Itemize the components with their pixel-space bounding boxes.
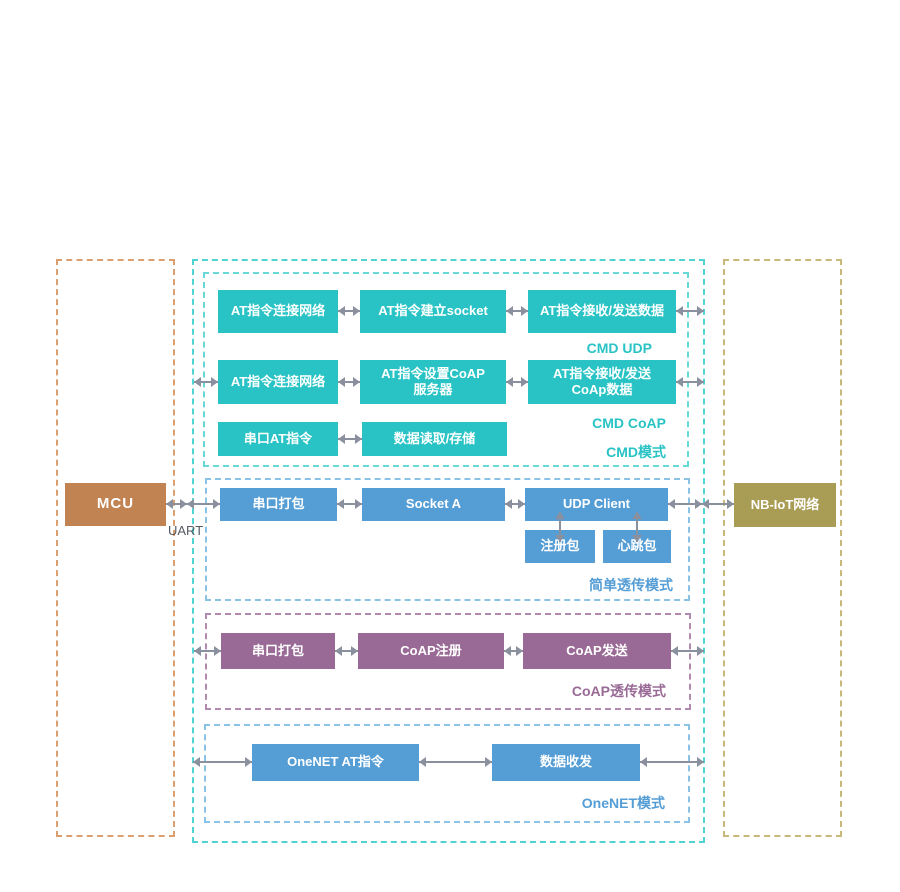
arrow: [194, 646, 221, 656]
arrow: [668, 499, 702, 509]
cmd-udp-connect-box: AT指令连接网络: [218, 290, 338, 333]
arrow: [194, 377, 218, 387]
arrow: [338, 377, 360, 387]
arrow: [505, 499, 525, 509]
network-side-group: [723, 259, 842, 837]
simple-mode-label: 简单透传模式: [589, 577, 673, 593]
onenet-mode-label: OneNET模式: [581, 795, 665, 811]
arrow: [337, 499, 362, 509]
cmd-udp-label: CMD UDP: [586, 340, 652, 356]
cmd-serial-at-box: 串口AT指令: [218, 422, 338, 456]
arrow-module-network: [702, 499, 734, 509]
arrow-mcu-uart: [166, 499, 187, 509]
mcu-side-group: [56, 259, 175, 837]
coap-mode-group: [205, 613, 691, 710]
cmd-udp-data-box: AT指令接收/发送数据: [528, 290, 676, 333]
simple-mode-group: [205, 478, 690, 601]
cmd-udp-socket-box: AT指令建立socket: [360, 290, 506, 333]
uart-label: UART: [168, 523, 204, 538]
coap-serial-pack-box: 串口打包: [221, 633, 335, 669]
arrow-uart-module: [187, 499, 220, 509]
cmd-coap-server-box: AT指令设置CoAP 服务器: [360, 360, 506, 404]
coap-register-box: CoAP注册: [358, 633, 504, 669]
onenet-mode-group: [204, 724, 690, 823]
arrow-register-packet: [555, 512, 565, 542]
onenet-data-box: 数据收发: [492, 744, 640, 781]
arrow: [419, 757, 492, 767]
arrow: [640, 757, 704, 767]
simple-udp-client-box: UDP Client: [525, 488, 668, 521]
arrow: [338, 434, 362, 444]
arrow: [338, 306, 360, 316]
coap-send-box: CoAP发送: [523, 633, 671, 669]
arrow-heartbeat-packet: [632, 512, 642, 542]
simple-socket-a-box: Socket A: [362, 488, 505, 521]
mcu-box: MCU: [65, 483, 166, 526]
module-outer-group: [192, 259, 705, 843]
onenet-at-box: OneNET AT指令: [252, 744, 419, 781]
network-box: NB-IoT网络: [734, 483, 836, 527]
cmd-mode-label: CMD模式: [606, 444, 666, 460]
arrow: [193, 757, 252, 767]
arrow: [671, 646, 704, 656]
arrow: [506, 377, 528, 387]
coap-mode-label: CoAP透传模式: [571, 683, 666, 699]
cmd-coap-data-box: AT指令接收/发送 CoAp数据: [528, 360, 676, 404]
cmd-coap-connect-box: AT指令连接网络: [218, 360, 338, 404]
cmd-coap-label: CMD CoAP: [592, 415, 666, 431]
arrow: [335, 646, 358, 656]
arrow: [676, 377, 704, 387]
cmd-data-store-box: 数据读取/存储: [362, 422, 507, 456]
arrow: [504, 646, 523, 656]
arrow: [506, 306, 528, 316]
arrow: [676, 306, 704, 316]
cmd-mode-group: [203, 272, 689, 467]
simple-serial-pack-box: 串口打包: [220, 488, 337, 521]
